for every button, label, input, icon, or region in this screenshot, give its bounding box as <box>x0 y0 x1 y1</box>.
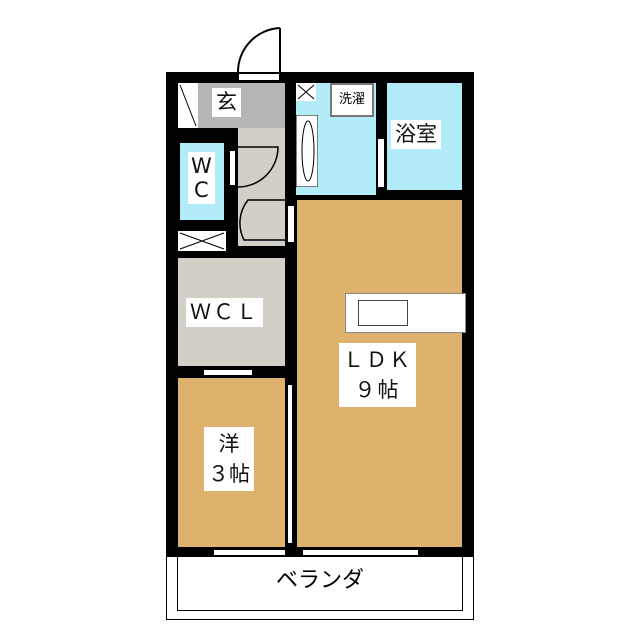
balcony-rail <box>177 557 463 611</box>
balcony <box>166 556 474 620</box>
balcony-label: ベランダ <box>275 568 364 593</box>
entrance-door-icon <box>236 27 281 75</box>
washbasin-icon <box>296 115 318 187</box>
sliding-door <box>287 384 293 544</box>
genkan-label: 玄 <box>212 88 241 117</box>
western-label: 洋 ３帖 <box>204 427 254 491</box>
western-label-line2: ３帖 <box>208 462 250 486</box>
shoe-cabinet-icon <box>178 83 198 128</box>
storage-x-icon <box>296 83 316 101</box>
closet-door <box>203 369 253 376</box>
wc-label-line2: C <box>194 178 209 202</box>
laundry-space: 洗濯 <box>330 83 374 117</box>
wc-door <box>229 150 236 186</box>
ldk-door <box>287 205 295 243</box>
western-window <box>213 549 286 556</box>
storage-x-icon <box>178 231 226 251</box>
wcl-label: ＷＣＬ <box>186 298 263 327</box>
sink-icon <box>358 300 408 326</box>
ldk-label: ＬＤＫ ９帖 <box>339 343 416 407</box>
bath-door <box>377 138 385 188</box>
ldk-label-line1: ＬＤＫ <box>343 348 412 372</box>
ldk-window <box>302 549 419 556</box>
bath-label: 浴室 <box>391 120 441 149</box>
door-swing-icon <box>238 146 285 241</box>
western-label-line1: 洋 <box>218 432 240 456</box>
entrance-door <box>238 73 280 81</box>
kitchen-counter <box>345 293 466 333</box>
wc-label-line1: W <box>191 154 212 178</box>
ldk-label-line2: ９帖 <box>354 378 401 402</box>
